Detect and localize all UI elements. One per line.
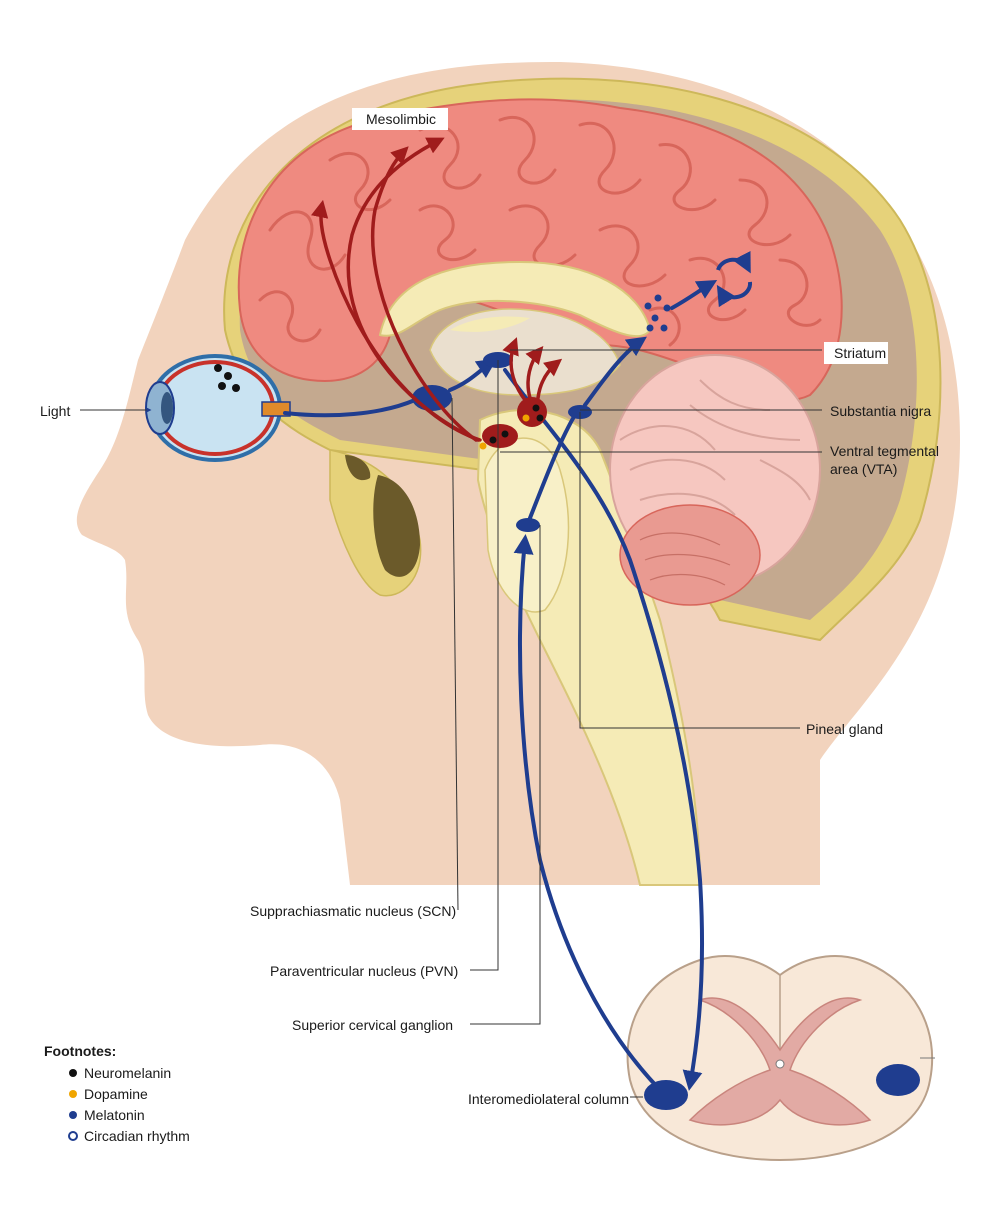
label-substantia-nigra: Substantia nigra (830, 403, 931, 419)
circadian-rhythm-icon (716, 250, 753, 308)
footnotes-title: Footnotes: (44, 1043, 116, 1059)
melatonin-legend-marker (69, 1111, 77, 1119)
dopamine-legend-marker (69, 1090, 77, 1098)
label-striatum: Striatum (834, 345, 886, 361)
melatonin-dot (654, 294, 662, 302)
circadian-legend-marker (68, 1131, 78, 1141)
label-scg: Superior cervical ganglion (292, 1017, 453, 1033)
melatonin-dot (646, 324, 654, 332)
neuromelanin-dot (232, 384, 240, 392)
neuromelanin-dot (218, 382, 226, 390)
melatonin-dot (651, 314, 659, 322)
neuromelanin-legend-marker (69, 1069, 77, 1077)
melatonin-dot (660, 324, 668, 332)
footnotes-legend: Footnotes: Neuromelanin Dopamine Melaton… (44, 1043, 190, 1144)
label-light: Light (40, 403, 70, 419)
sinus-dark (373, 475, 420, 577)
substantia-nigra-nucleus (517, 397, 547, 427)
cerebellum (609, 354, 821, 606)
neuromelanin-dot (214, 364, 222, 372)
eye (145, 354, 291, 462)
label-vta-line1: Ventral tegmental (830, 443, 939, 459)
gyri (258, 116, 822, 347)
neuromelanin-dot (489, 436, 497, 444)
footnote-circadian: Circadian rhythm (84, 1128, 190, 1144)
melatonin-dot (663, 304, 671, 312)
vta-nucleus (482, 424, 518, 448)
ventricle (450, 316, 530, 332)
footnote-melatonin: Melatonin (84, 1107, 145, 1123)
mesolimbic-label-box (352, 108, 448, 130)
neuromelanin-dot (532, 404, 540, 412)
iml-right (876, 1064, 920, 1096)
iml-left (644, 1080, 688, 1110)
label-iml: Interomediolateral column (468, 1091, 629, 1107)
melatonin-dot (644, 302, 652, 310)
dopamine-pathway (311, 137, 563, 450)
label-pvn: Paraventricular nucleus (PVN) (270, 963, 458, 979)
neuromelanin-dot (536, 414, 544, 422)
leader-lines (80, 349, 822, 1098)
spinal-cord-section (626, 954, 935, 1162)
scg-nucleus (516, 518, 540, 532)
label-vta-line2: area (VTA) (830, 461, 897, 477)
label-scn: Supprachiasmatic nucleus (SCN) (250, 903, 456, 919)
label-pineal: Pineal gland (806, 721, 883, 737)
neuromelanin-dot (501, 430, 509, 438)
neuromelanin-dot (224, 372, 232, 380)
label-mesolimbic: Mesolimbic (366, 111, 436, 127)
corpus-callosum (378, 260, 652, 338)
footnote-dopamine: Dopamine (84, 1086, 148, 1102)
footnote-neuromelanin: Neuromelanin (84, 1065, 171, 1081)
dopamine-dot (479, 442, 487, 450)
dopamine-dot (522, 414, 530, 422)
striatum-label-box (824, 342, 888, 364)
sinus-dark-2 (345, 455, 371, 481)
